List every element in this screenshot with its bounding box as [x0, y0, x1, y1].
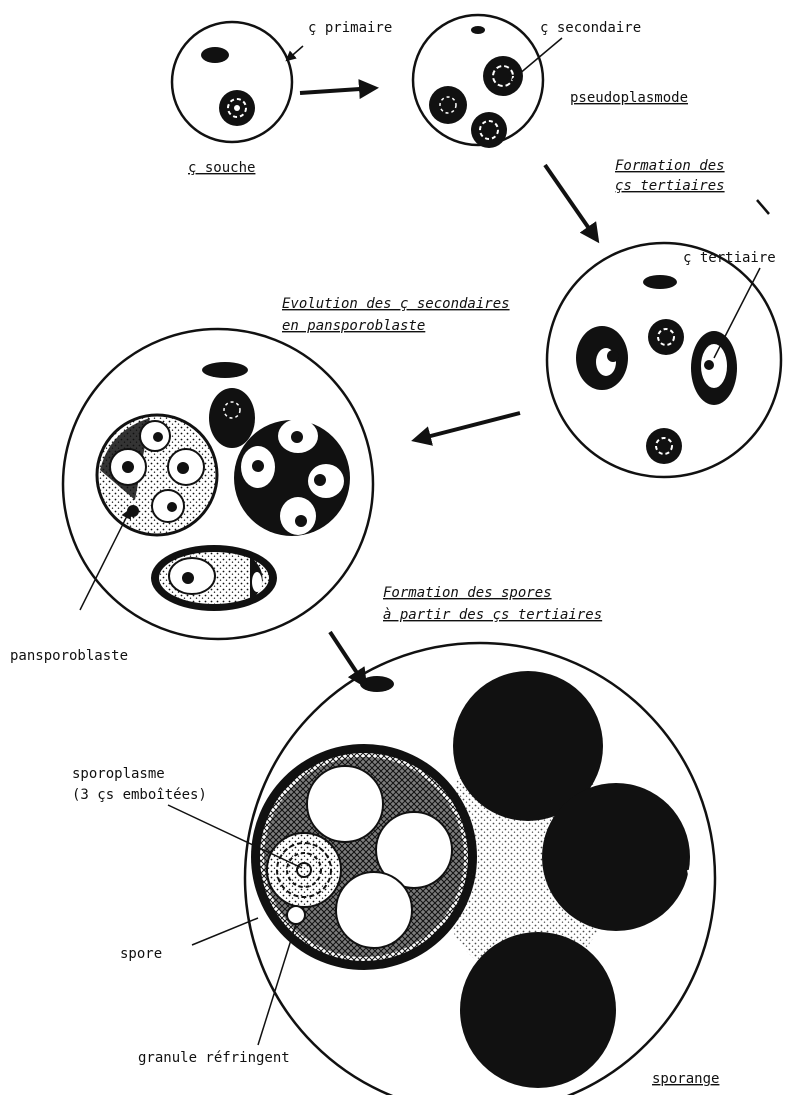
pseudoplasmodium-cell	[413, 15, 543, 148]
leader-spore	[192, 918, 258, 945]
sporangium-stage	[245, 643, 715, 1095]
label-formation-spores-1: Formation des spores	[383, 585, 552, 601]
label-c-tertiaire: ç tertiaire	[683, 250, 776, 266]
label-spore: spore	[120, 946, 162, 962]
label-c-primaire: ç primaire	[308, 20, 392, 36]
label-formation-tertiaires-2: çs tertiaires	[615, 178, 725, 194]
label-evolution-1: Evolution des ç secondaires	[282, 296, 510, 312]
label-c-secondaire: ç secondaire	[540, 20, 641, 36]
label-formation-spores-2: à partir des çs tertiaires	[383, 607, 602, 623]
stem-cell	[172, 22, 292, 142]
label-formation-tertiaires-1: Formation des	[615, 158, 725, 174]
label-pansporoblaste: pansporoblaste	[10, 648, 128, 664]
label-sporange: sporange	[652, 1071, 719, 1087]
label-granule: granule réfringent	[138, 1050, 290, 1066]
label-sporoplasme-2: (3 çs emboîtées)	[72, 787, 207, 803]
label-pseudoplasmode: pseudoplasmode	[570, 90, 688, 106]
pansporoblast-stage	[63, 329, 373, 639]
leader-c-primaire	[287, 46, 303, 60]
label-c-souche: ç souche	[188, 160, 255, 176]
arrow-stem-to-pseudoplasmodium	[300, 88, 375, 93]
arrow-pseudoplasmodium-to-tertiary	[545, 165, 597, 240]
arrow-pansporoblast-to-sporangium	[330, 632, 365, 685]
arrow-tertiary-to-pansporoblast	[415, 413, 520, 440]
label-sporoplasme-1: sporoplasme	[72, 766, 165, 782]
label-evolution-2: en pansporoblaste	[282, 318, 425, 334]
tertiary-cell-stage	[547, 243, 781, 477]
arrow-formation-tertiary	[757, 200, 769, 214]
